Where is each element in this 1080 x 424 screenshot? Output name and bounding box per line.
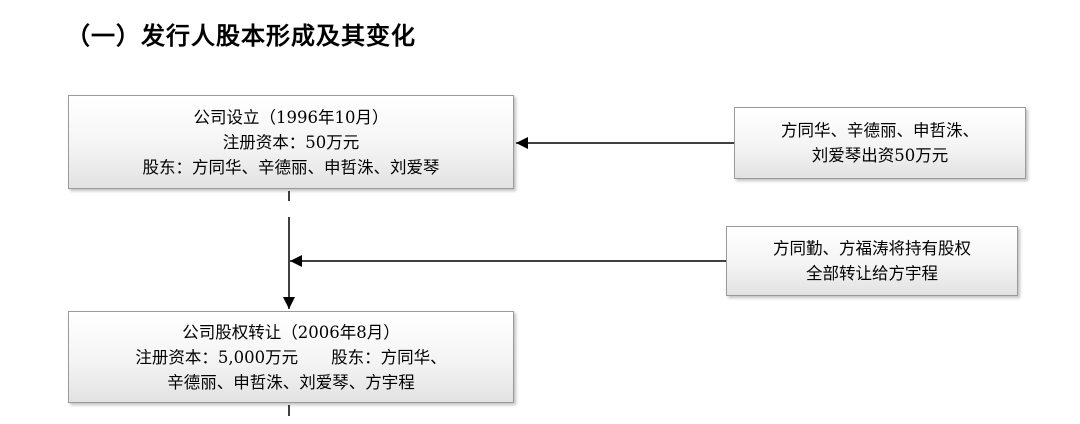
section-heading: （一）发行人股本形成及其变化 (66, 22, 416, 50)
contribution-line-2: 刘爱琴出资50万元 (811, 146, 949, 165)
box-share-transfer-note: 方同勤、方福涛将持有股权 全部转让给方宇程 (726, 226, 1018, 296)
equity-transfer-shareholders-label: 辛德丽、申哲洙、刘爱琴、方宇程 (167, 372, 415, 392)
transfer-note-line-2: 全部转让给方宇程 (806, 264, 938, 283)
transfer-note-line-1: 方同勤、方福涛将持有股权 (773, 239, 971, 258)
box-equity-transfer: 公司股权转让（2006年8月） 注册资本：5,000万元 股东：方同华、 辛德丽… (68, 311, 514, 403)
contribution-line-1: 方同华、辛德丽、申哲洙、 (781, 121, 979, 140)
founding-date-label: 公司设立（1996年10月） (193, 107, 389, 127)
box-company-founding: 公司设立（1996年10月） 注册资本：50万元 股东：方同华、辛德丽、申哲洙、… (68, 95, 514, 189)
founding-capital-label: 注册资本：50万元 (222, 132, 360, 152)
founding-shareholders-label: 股东：方同华、辛德丽、申哲洙、刘爱琴 (142, 157, 440, 177)
box-capital-contribution: 方同华、辛德丽、申哲洙、 刘爱琴出资50万元 (734, 107, 1026, 179)
equity-transfer-date-label: 公司股权转让（2006年8月） (182, 322, 400, 342)
equity-transfer-capital-label: 注册资本：5,000万元 股东：方同华、 (135, 347, 447, 367)
